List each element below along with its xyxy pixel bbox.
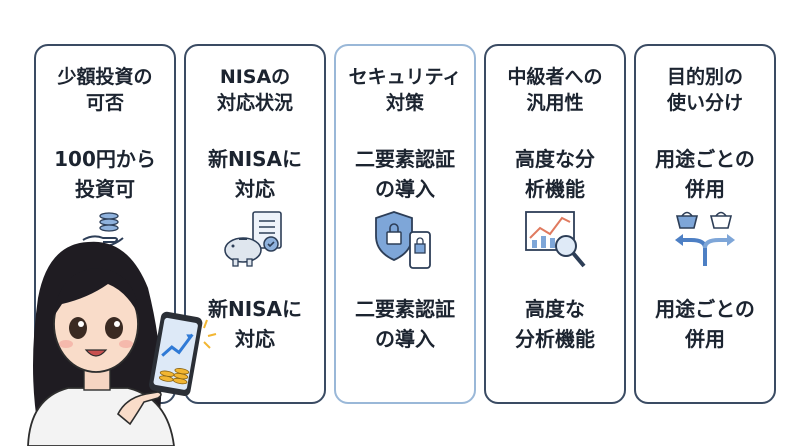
chart-magnifier-icon — [525, 211, 586, 268]
coins-hand-icon — [82, 212, 124, 248]
card-main-text: 二要素認証 の導入 — [355, 147, 455, 201]
card-sub-text: 用途ごとの 併用 — [655, 297, 755, 351]
card-main-text: 100円から 投資可 — [54, 147, 156, 201]
card-title: 中級者への 汎用性 — [507, 66, 603, 114]
card-main-text: 新NISAに 対応 — [207, 147, 303, 201]
card-main-text: 用途ごとの 併用 — [655, 147, 755, 201]
card-title: 少額投資の 可否 — [57, 66, 153, 114]
card-main-text: 高度な分 析機能 — [515, 147, 595, 201]
baskets-split-arrows-icon — [675, 211, 735, 266]
card-sub-text: 高度な 分析機能 — [515, 297, 595, 351]
card-versatility: 中級者への 汎用性 高度な分 析機能 高度な 分析機能 — [484, 44, 626, 404]
card-sub-text: 新NISAに 対応 — [207, 297, 303, 351]
card-title: NISAの 対応状況 — [216, 66, 293, 114]
card-sub-text: 二要素認証 の導入 — [355, 297, 455, 351]
card-title: セキュリティ 対策 — [348, 66, 462, 114]
piggy-bank-document-icon — [224, 211, 282, 267]
card-security: セキュリティ 対策 二要素認証 の導入 二要素認証 の導入 — [334, 44, 476, 404]
shield-lock-phone-icon — [375, 211, 431, 269]
girl-with-smartphone-illustration — [27, 241, 217, 446]
card-use-by-purpose: 目的別の 使い分け 用途ごとの 併用 用途ごとの 併用 — [634, 44, 776, 404]
card-title: 目的別の 使い分け — [666, 66, 743, 114]
card-nisa-support: NISAの 対応状況 新NISAに 対応 新NISAに 対応 — [184, 44, 326, 404]
